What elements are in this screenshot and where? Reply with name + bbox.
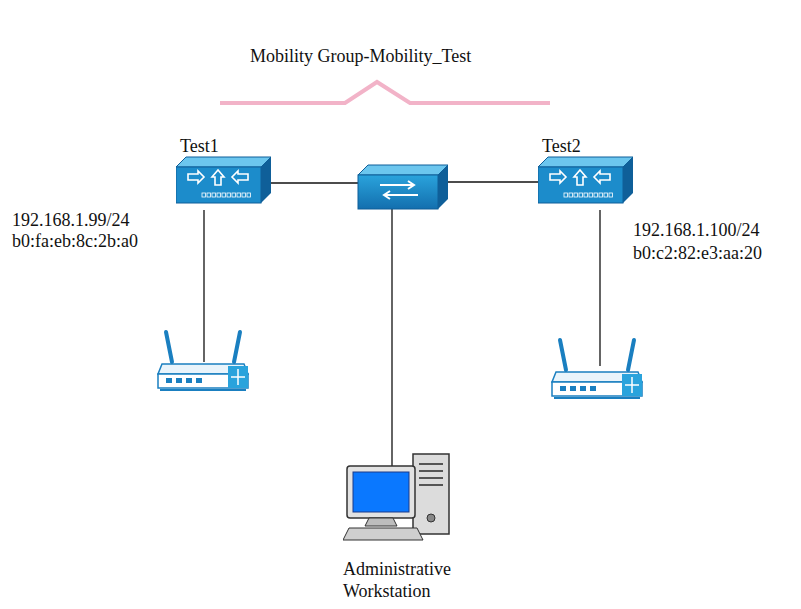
access-point xyxy=(158,332,248,390)
wire xyxy=(448,181,538,182)
address-label: 192.168.1.100/24 xyxy=(633,220,760,241)
access-point xyxy=(552,340,642,398)
wire xyxy=(599,210,600,366)
switch-label: Test1 xyxy=(180,135,272,157)
address-label: 192.168.1.99/24 xyxy=(12,210,130,231)
core-switch xyxy=(358,165,448,209)
switch-node: Test1 xyxy=(176,135,272,205)
switch-symbol xyxy=(538,155,634,205)
wire xyxy=(265,182,360,183)
wire xyxy=(203,210,204,362)
switch-symbol xyxy=(176,155,272,205)
switch-label: Test2 xyxy=(542,135,634,157)
device-label: Administrative Workstation xyxy=(343,558,455,602)
workstation-node: Administrative Workstation xyxy=(343,452,455,602)
workstation-symbol xyxy=(343,452,453,544)
mobility-bracket xyxy=(220,82,550,103)
diagram-title: Mobility Group-Mobility_Test xyxy=(250,46,471,67)
switch-node: Test2 xyxy=(538,135,634,205)
address-label: b0:fa:eb:8c:2b:a0 xyxy=(12,231,138,252)
wire xyxy=(391,208,392,466)
wires xyxy=(204,182,600,466)
address-label: b0:c2:82:e3:aa:20 xyxy=(633,243,762,264)
